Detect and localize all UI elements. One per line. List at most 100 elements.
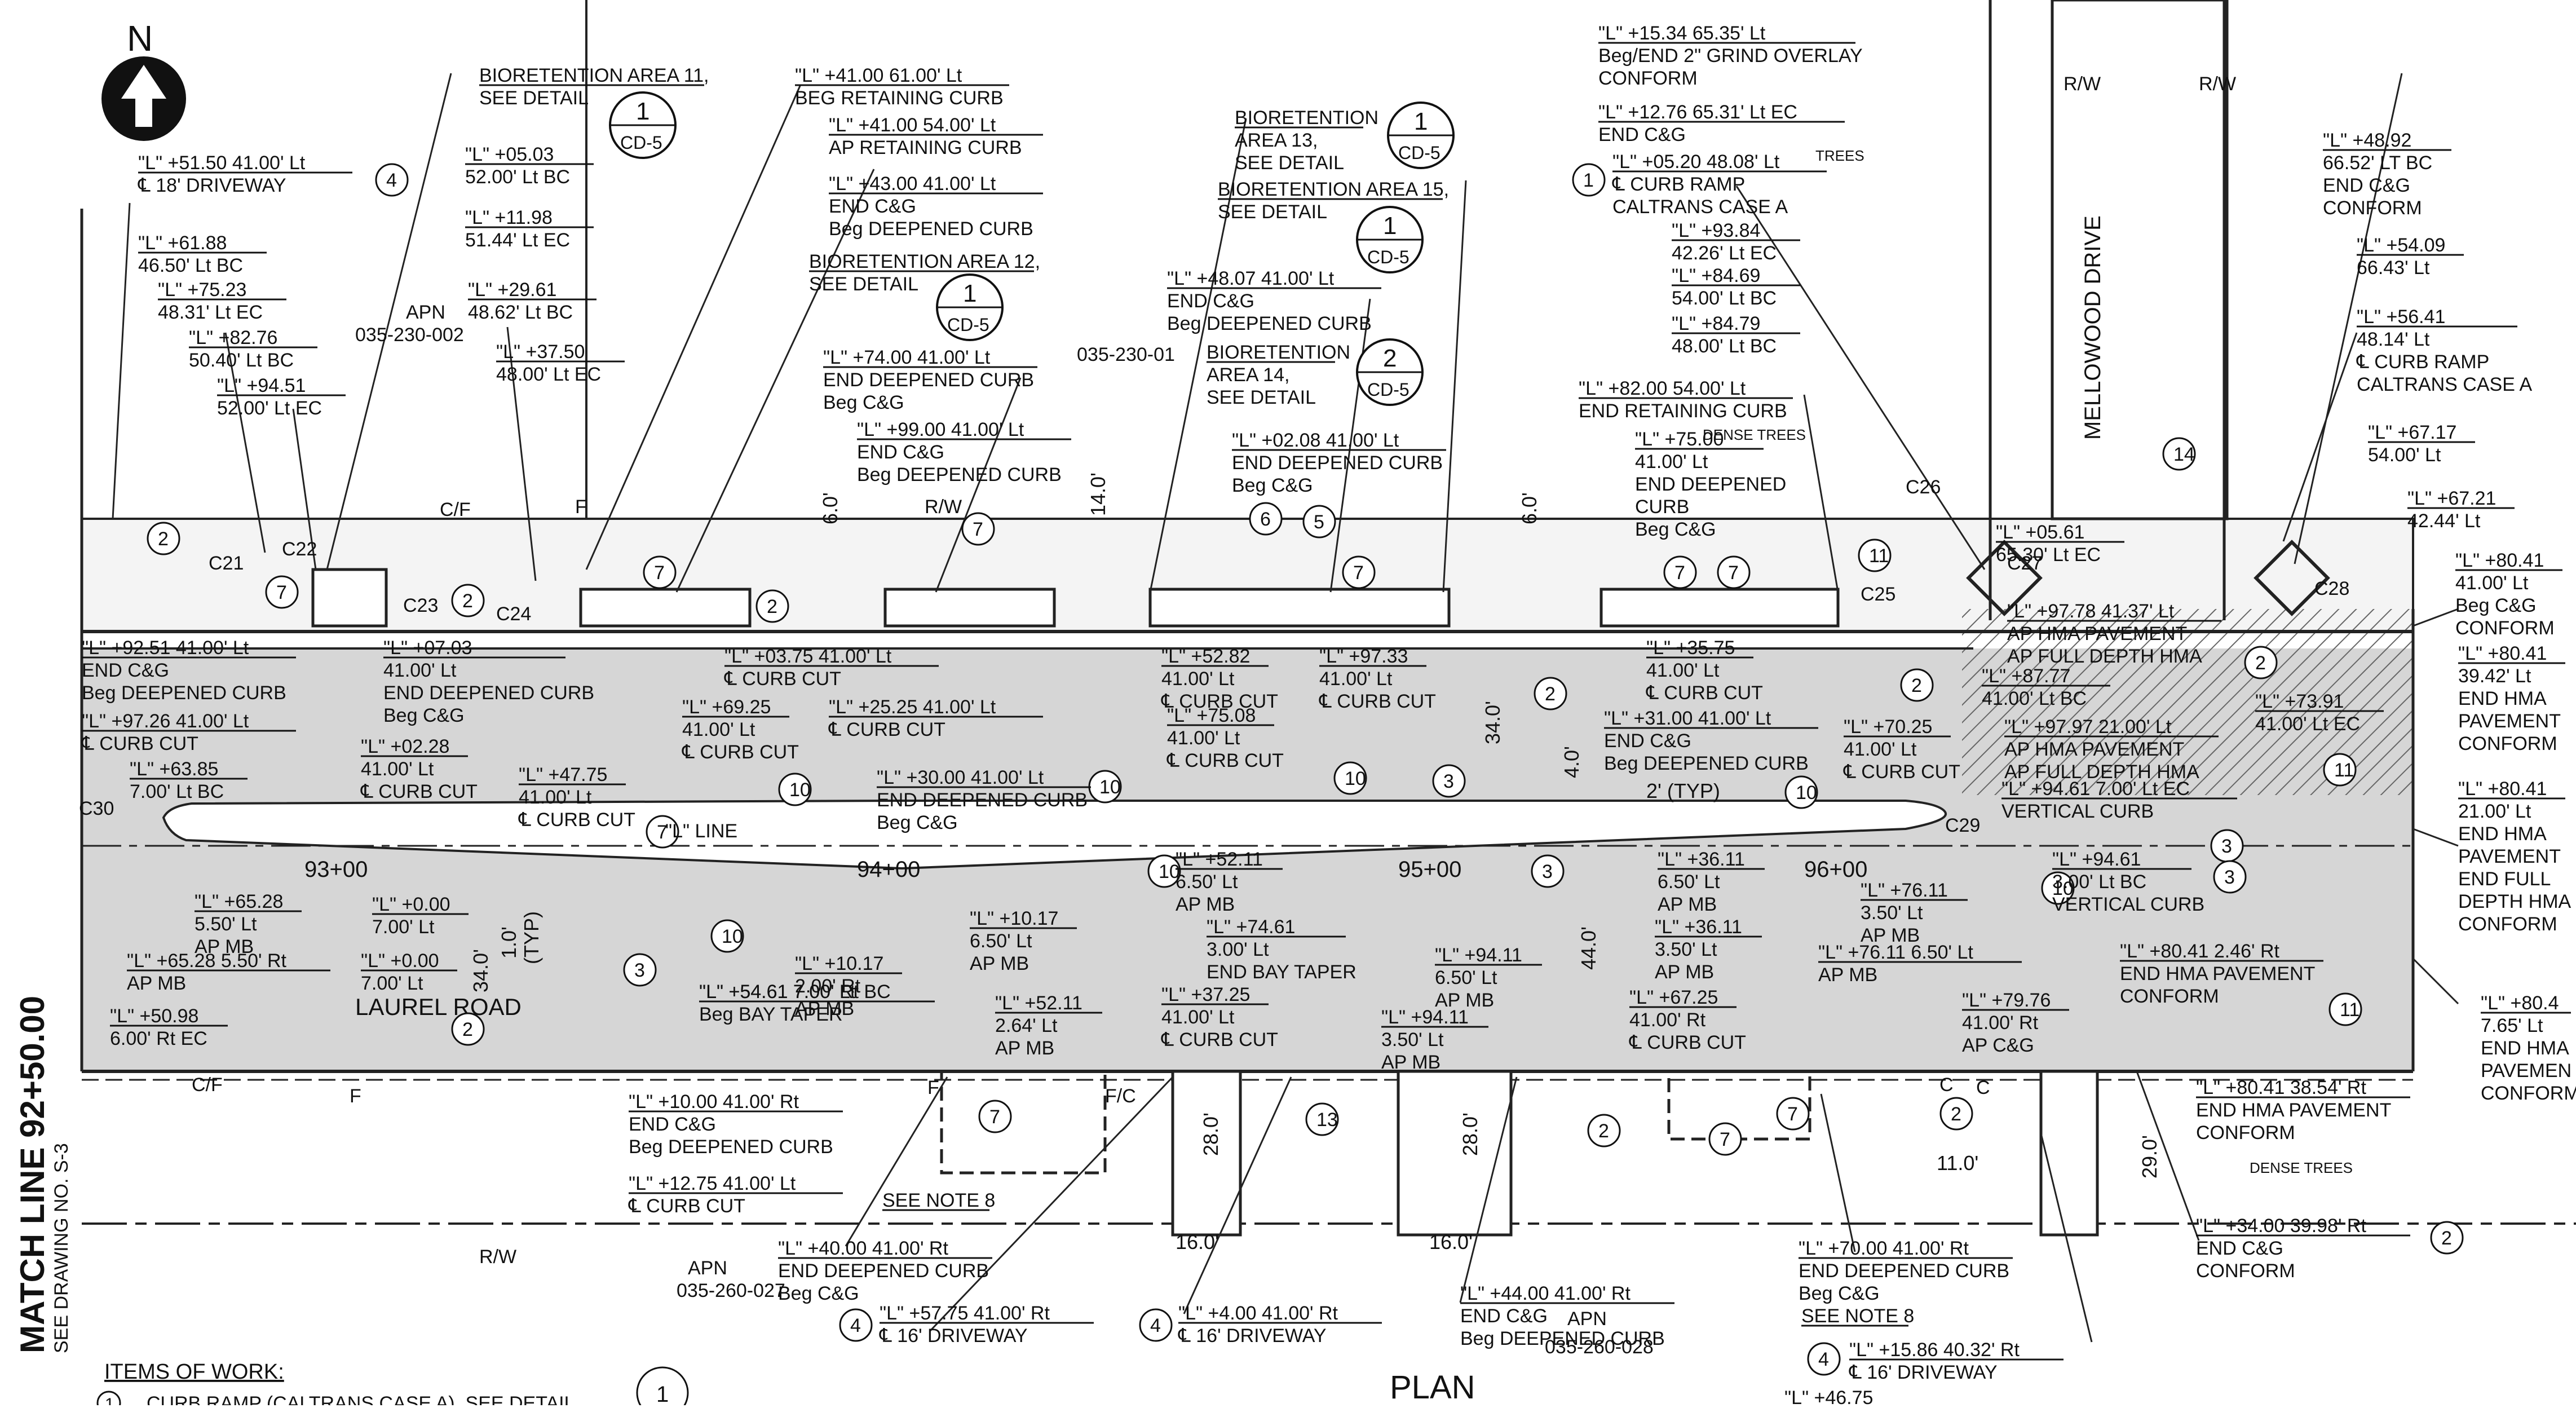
- work-item-number: 1: [1583, 170, 1594, 191]
- work-item-number: 2: [462, 590, 473, 612]
- work-item-bubble: 10: [710, 919, 744, 953]
- row-label: R/W: [925, 496, 962, 518]
- svg-text:1: 1: [656, 1382, 669, 1405]
- mellowood-drive: [2051, 0, 2229, 520]
- trees-label: TREES: [1815, 147, 1864, 164]
- work-item-bubble: 7: [1663, 555, 1697, 589]
- work-item-bubble: 7: [1342, 555, 1376, 589]
- work-item-number: 4: [1818, 1349, 1829, 1370]
- leader-lines: [112, 73, 2459, 1343]
- work-item-bubble: 6: [1249, 502, 1283, 536]
- station-label: 96+00: [1804, 857, 1867, 882]
- work-item-number: 11: [1869, 545, 1889, 567]
- callout-text: BIORETENTION AREA 15,SEE DETAIL: [1218, 179, 1449, 223]
- work-item-number: 10: [2052, 878, 2074, 899]
- svg-text:1: 1: [105, 1395, 114, 1405]
- work-item-number: 7: [654, 562, 665, 584]
- callout-text: "L" +25.25 41.00' Lt℄ CURB CUT: [828, 696, 996, 740]
- curve-label: C24: [496, 603, 531, 625]
- dimension-label: 29.0': [2138, 1135, 2161, 1179]
- work-item-number: 2: [767, 596, 777, 617]
- work-item-number: 3: [1542, 861, 1553, 882]
- callout-text: BIORETENTION AREA 11,SEE DETAIL: [479, 65, 709, 109]
- curve-label: C21: [209, 553, 244, 574]
- work-item-bubble: 2: [1900, 668, 1934, 702]
- work-item-number: 11: [2340, 999, 2360, 1021]
- match-line-title: MATCH LINE 92+50.00: [14, 996, 51, 1353]
- station-callout: "L" +54.61 7.00' Lt: [699, 981, 903, 1003]
- work-item-number: 3: [1443, 771, 1454, 792]
- callout-text: "L" +97.26 41.00' Lt℄ CURB CUT: [81, 710, 249, 754]
- row-label: F/C: [1105, 1085, 1136, 1107]
- callout-text: "L" +4.00 41.00' Rt℄ 16' DRIVEWAY: [1178, 1303, 1338, 1347]
- work-item-bubble: 4: [839, 1308, 873, 1342]
- work-item-bubble: 10: [778, 773, 812, 806]
- row-label: R/W: [479, 1246, 516, 1268]
- work-item-number: 7: [1674, 562, 1685, 584]
- station-callout: "L" +25.25 41.00' Lt℄ CURB CUT: [828, 696, 1043, 740]
- work-item-bubble: 7: [1708, 1122, 1742, 1156]
- apn-label: APN: [406, 302, 445, 323]
- station-callout: BIORETENTION AREA 12,SEE DETAIL: [809, 251, 1040, 295]
- dimension-label: 16.0': [1429, 1230, 1473, 1253]
- station-callout: "L" +15.86 40.32' Rt℄ 16' DRIVEWAY: [1849, 1339, 2064, 1383]
- detail-number: 1: [1414, 108, 1428, 135]
- work-item-number: 7: [973, 519, 983, 540]
- detail-sheet: CD-5: [1367, 247, 1409, 267]
- station-label: 95+00: [1398, 857, 1461, 882]
- callout-text: BIORETENTION AREA 12,SEE DETAIL: [809, 251, 1040, 295]
- station-callout: SEE NOTE 8: [882, 1190, 995, 1211]
- apn-label: APN: [1567, 1308, 1607, 1330]
- dimension-label: 1.0': [497, 926, 520, 959]
- station-callout: "L" +57.75 41.00' Rt℄ 16' DRIVEWAY: [879, 1303, 1094, 1347]
- work-item-bubble: 7: [646, 815, 679, 849]
- work-item-number: 7: [657, 822, 668, 843]
- work-item-bubble: 7: [643, 555, 677, 589]
- dimension-label: 28.0': [1459, 1113, 1482, 1156]
- detail-sheet: CD-5: [947, 315, 989, 335]
- detail-reference-icon: 2CD-5: [1356, 338, 1424, 406]
- work-item-number: 7: [989, 1106, 1000, 1128]
- callout-text: SEE NOTE 8: [882, 1190, 995, 1211]
- work-item-number: 2: [1911, 675, 1922, 696]
- detail-sheet: CD-5: [1367, 379, 1409, 400]
- apn-label: 035-230-01: [1077, 344, 1175, 365]
